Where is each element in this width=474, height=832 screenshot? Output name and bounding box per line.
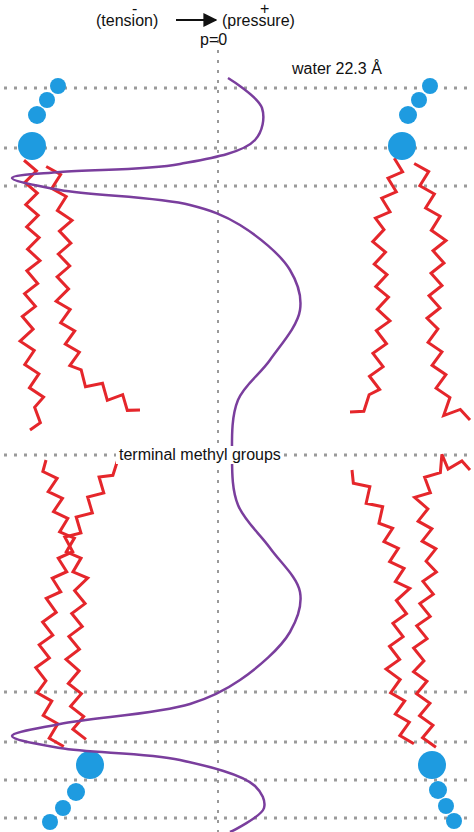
axis-label: water 22.3 Å <box>292 60 382 78</box>
grid-line <box>217 40 219 832</box>
lipid-tail <box>36 458 132 746</box>
lipid-heads <box>18 78 462 830</box>
head-group <box>55 800 71 816</box>
axis-label: (pressure) <box>222 12 295 30</box>
head-group <box>446 813 462 829</box>
head-group <box>39 92 55 108</box>
head-group <box>388 132 416 160</box>
lipid-tail <box>46 166 140 410</box>
dotted-grid <box>4 40 470 832</box>
grid-line <box>4 691 470 694</box>
head-group <box>438 798 454 814</box>
axis-label: (tension) <box>96 12 158 30</box>
head-group <box>28 106 46 124</box>
lipid-tail <box>352 470 414 744</box>
axis-label: p=0 <box>200 31 227 49</box>
head-group <box>42 814 58 830</box>
head-group <box>422 78 438 94</box>
head-group <box>399 106 417 124</box>
head-group <box>67 783 85 801</box>
lipid-tail <box>414 454 470 747</box>
region-label: terminal methyl groups <box>116 446 284 464</box>
head-group <box>429 781 447 799</box>
head-group <box>418 751 446 779</box>
lipid-tails <box>20 158 470 747</box>
lipid-tail <box>43 460 88 739</box>
grid-line <box>4 87 470 90</box>
pressure-curve <box>12 78 301 832</box>
lipid-tail <box>20 160 43 430</box>
head-group <box>18 132 46 160</box>
head-group <box>50 78 66 94</box>
head-group <box>76 751 104 779</box>
grid-line <box>4 779 470 782</box>
pressure-profile <box>12 78 301 832</box>
grid-line <box>4 741 470 744</box>
lipid-tail <box>414 163 470 420</box>
lipid-tail <box>350 158 403 412</box>
head-group <box>411 92 427 108</box>
grid-line <box>4 185 470 188</box>
axis-arrow <box>176 19 216 21</box>
grid-line <box>4 817 470 820</box>
